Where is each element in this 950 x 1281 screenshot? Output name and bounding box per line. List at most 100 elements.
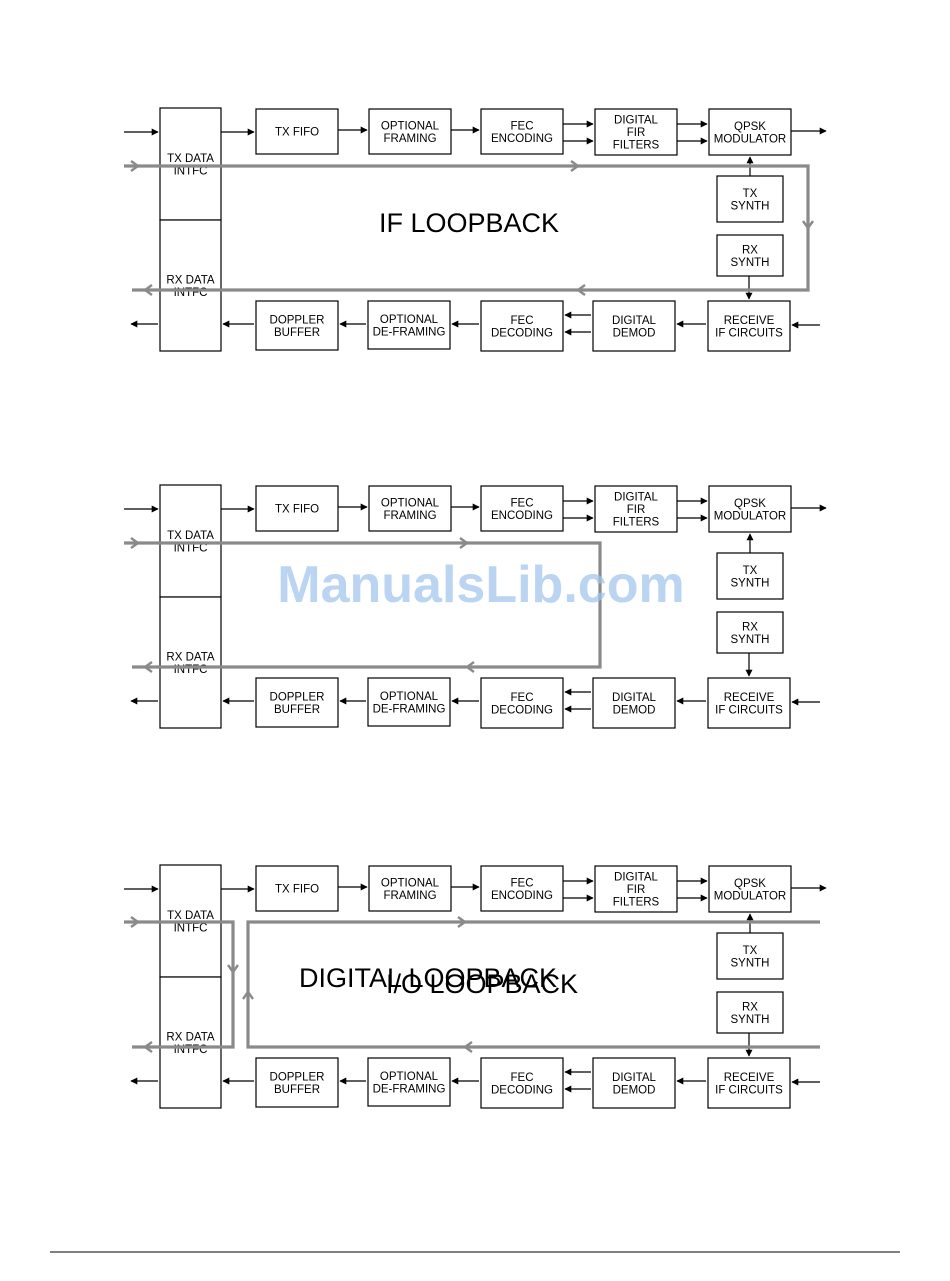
fec-encoding-block-label-1: FEC [511,497,534,509]
digital-fir-filters-block-label-2: FIR [627,504,646,516]
digital-fir-filters-block-label-1: DIGITAL [614,115,658,127]
rx-synth-block-label-2: SYNTH [731,257,770,269]
doppler-buffer-block-frame [255,677,339,728]
doppler-buffer-block-label-2: BUFFER [274,327,320,339]
digital-demod-block-label-2: DEMOD [613,704,656,716]
rx-data-intfc-block-label-1: RX DATA [166,651,214,663]
loopback-arrowhead [575,284,586,296]
optional-framing-block-frame [368,865,452,912]
rx-synth-block-frame [716,991,784,1034]
qpsk-modulator-block-label-1: QPSK [734,878,766,890]
rx-synth-block-frame [716,611,784,654]
rx-data-intfc-block-frame [159,976,222,1109]
digital-fir-filters-block-frame [594,485,678,533]
loopback-arrowhead [462,1041,473,1053]
receive-if-circuits-block-label-2: IF CIRCUITS [715,1084,783,1096]
doppler-buffer-block-frame [255,300,339,351]
digital-demod-block-label-1: DIGITAL [612,692,656,704]
fec-decoding-block-frame [480,1057,564,1109]
tx-fifo-block-frame [255,485,339,532]
loopback-path [124,541,602,669]
optional-deframing-block-frame [367,1057,451,1107]
digital-fir-filters-block-label-3: FILTERS [613,897,660,909]
digital-demod-block-label-2: DEMOD [613,1084,656,1096]
rx-synth-block-label-1: RX [742,621,758,633]
tx-synth-block-frame [716,175,784,223]
doppler-buffer-block-label-1: DOPPLER [270,314,325,326]
loopback-path [246,920,820,1049]
tx-fifo-block-label-1: TX FIFO [275,504,319,516]
optional-framing-block-label-1: OPTIONAL [381,120,440,132]
manualslib-watermark: ManualsLib.com [277,556,684,614]
fec-encoding-block-label-2: ENCODING [491,890,553,902]
qpsk-modulator-block-frame [708,865,792,913]
loopback-arrowhead [142,284,153,296]
tx-synth-block-frame [716,932,784,980]
receive-if-circuits-block-label-2: IF CIRCUITS [715,704,783,716]
fec-encoding-block-label-1: FEC [511,120,534,132]
qpsk-modulator-block-label-2: MODULATOR [714,510,786,522]
fec-decoding-block-frame [480,677,564,729]
digital-demod-block-frame [592,1057,676,1109]
tx-fifo-block: TX FIFO [255,485,339,532]
receive-if-circuits-block-label-2: IF CIRCUITS [715,327,783,339]
optional-framing-block-label-2: FRAMING [383,510,436,522]
loopback-arrowhead [142,661,153,673]
loopback-arrowhead [142,1041,153,1053]
receive-if-circuits-block-frame [707,1057,791,1109]
diagram-title: IF LOOPBACK [379,208,559,238]
tx-data-intfc-block-label-2: INTFC [174,542,208,554]
diagram-title: I/O LOOPBACK [386,969,578,999]
digital-fir-filters-block-label-2: FIR [627,884,646,896]
doppler-buffer-block-label-1: DOPPLER [270,1071,325,1083]
digital-fir-filters-block-label-1: DIGITAL [614,872,658,884]
tx-fifo-block-frame [255,108,339,155]
rx-synth-block-label-1: RX [742,1001,758,1013]
fec-decoding-block-label-2: DECODING [491,704,553,716]
rx-synth-block-label-1: RX [742,244,758,256]
fec-decoding-block-label-1: FEC [511,315,534,327]
tx-fifo-block-label-1: TX FIFO [275,127,319,139]
qpsk-modulator-block-label-1: QPSK [734,498,766,510]
tx-fifo-block-frame [255,865,339,912]
fec-encoding-block-frame [480,865,564,912]
loopback-arrowhead [459,537,470,549]
qpsk-modulator-block-frame [708,108,792,156]
loopback-arrowhead [130,916,141,928]
receive-if-circuits-block-frame [707,677,791,729]
doppler-buffer-block-label-2: BUFFER [274,1084,320,1096]
digital-demod-block-label-1: DIGITAL [612,1072,656,1084]
tx-data-intfc-block-label-1: TX DATA [167,153,214,165]
qpsk-modulator-block-label-1: QPSK [734,121,766,133]
digital-demod-block-frame [592,300,676,352]
optional-deframing-block-label-1: OPTIONAL [380,1071,439,1083]
optional-deframing-block-frame [367,677,451,727]
optional-framing-block-label-2: FRAMING [383,890,436,902]
qpsk-modulator-block-label-2: MODULATOR [714,890,786,902]
digital-fir-filters-block-label-2: FIR [627,127,646,139]
fec-decoding-block-label-1: FEC [511,692,534,704]
doppler-buffer-block-label-1: DOPPLER [270,691,325,703]
receive-if-circuits-block-frame [707,300,791,352]
optional-deframing-block-label-2: DE-FRAMING [373,326,446,338]
